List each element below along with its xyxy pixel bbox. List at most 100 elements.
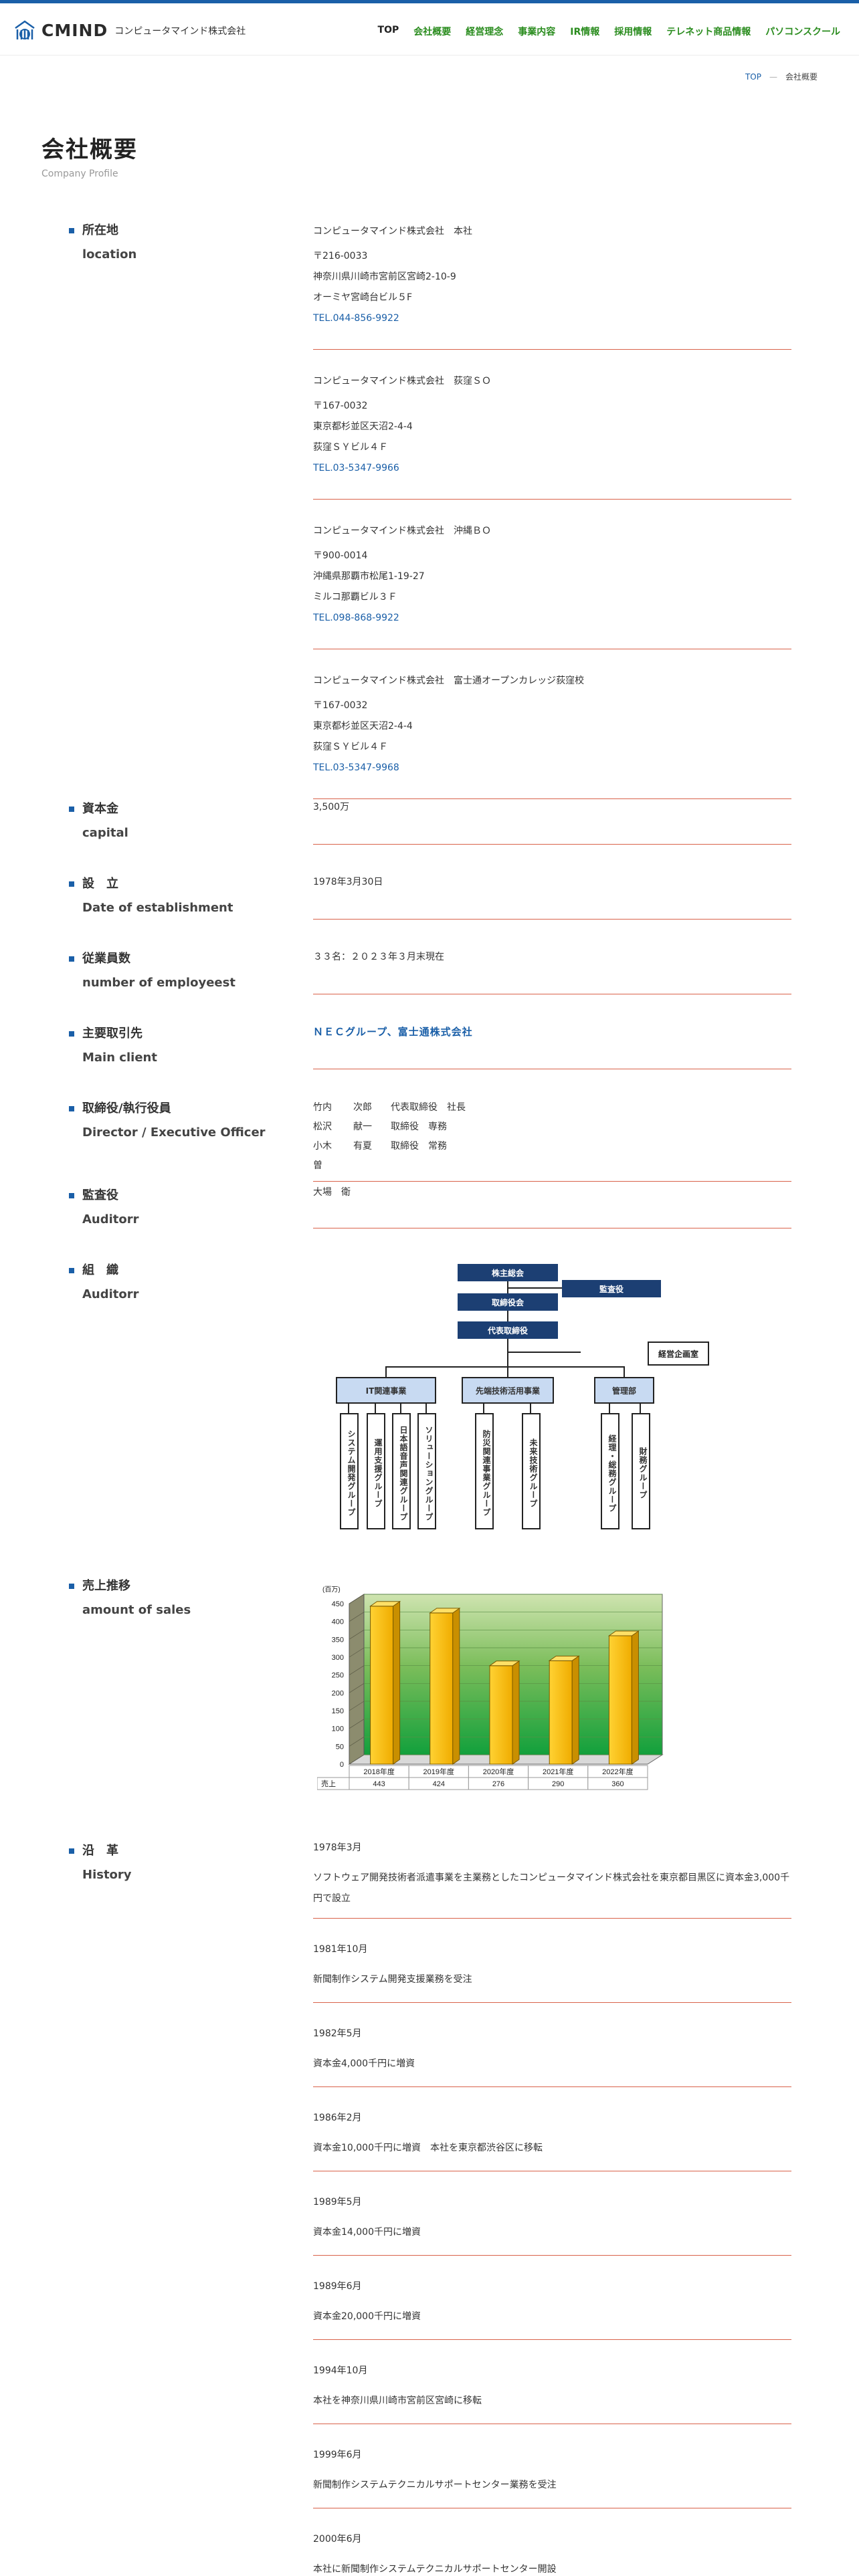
chart-bar	[548, 1655, 580, 1765]
officers-label-ja: 取締役/執行役員	[82, 1101, 171, 1115]
chart-ytick-label: 400	[332, 1618, 344, 1626]
clients-label-en: Main client	[82, 1051, 157, 1065]
chart-bar-front	[608, 1635, 632, 1765]
chart-bar	[369, 1600, 401, 1765]
chart-bar-front	[489, 1665, 513, 1765]
chart-bar	[488, 1660, 520, 1765]
office-tel-link[interactable]: TEL.03-5347-9968	[313, 762, 399, 773]
nav-recruit[interactable]: 採用情報	[614, 27, 652, 37]
capital-label-ja: 資本金	[82, 802, 118, 816]
nav-company-profile[interactable]: 会社概要	[413, 27, 452, 37]
nav-pc-school[interactable]: パソコンスクール	[765, 27, 840, 37]
clients-value: ＮＥＣグループ、富士通株式会社	[313, 1026, 473, 1038]
site-header: CMIND コンピュータマインド株式会社 TOP 会社概要 経営理念 事業内容 …	[0, 3, 859, 56]
org-group: 防災関連事業グループ	[475, 1413, 494, 1529]
establishment-value: 1978年3月30日	[313, 877, 383, 887]
divider	[313, 349, 791, 350]
nav-philosophy[interactable]: 経営理念	[466, 27, 504, 37]
chart-category-label: 2019年度	[423, 1767, 454, 1776]
divider	[313, 1918, 791, 1919]
office-name: コンピュータマインド株式会社 沖縄ＢＯ	[313, 526, 491, 536]
employees-label-ja: 従業員数	[82, 952, 130, 966]
location-label-en: location	[82, 247, 137, 261]
chart-category-label: 2018年度	[363, 1767, 394, 1776]
capital-value: 3,500万	[313, 802, 350, 813]
nav-ir[interactable]: IR情報	[570, 27, 600, 37]
chart-gridline	[349, 1665, 365, 1675]
chart-bar-side	[512, 1660, 520, 1765]
clients-label-ja: 主要取引先	[82, 1027, 142, 1041]
divider	[313, 2255, 791, 2256]
chart-ytick-label: 100	[332, 1725, 344, 1733]
nav-telenet-products[interactable]: テレネット商品情報	[666, 27, 751, 37]
org-group: ソリューショングループ	[417, 1413, 436, 1529]
office-zip: 〒167-0032	[313, 401, 368, 411]
history-date: 1994年10月	[313, 2365, 368, 2376]
org-group: 日本語音声関連グループ	[392, 1413, 411, 1529]
office-tel-link[interactable]: TEL.098-868-9922	[313, 613, 399, 623]
org-group: システム開発グループ	[340, 1413, 359, 1529]
header-company-name: コンピュータマインド株式会社	[114, 26, 246, 37]
office-fujitsu-college: コンピュータマインド株式会社 富士通オープンカレッジ荻窪校 〒167-0032 …	[313, 671, 791, 778]
officer-given: 献一	[353, 1121, 372, 1132]
chart-bar-side	[631, 1630, 639, 1765]
chart-table-row-label: 売上	[321, 1780, 336, 1788]
org-line	[530, 1404, 531, 1413]
history-date: 1999年6月	[313, 2450, 362, 2460]
logo[interactable]: CMIND コンピュータマインド株式会社	[13, 18, 246, 42]
chart-bar-top	[488, 1660, 520, 1667]
officers-list: 竹内 次郎 代表取締役 社長 松沢 献一 取締役 専務 小木曽 有夏 取締役 常…	[313, 1098, 791, 1176]
chart-bar-top	[607, 1630, 640, 1636]
employees-label-en: number of employeest	[82, 976, 235, 990]
office-address: 東京都杉並区天沼2-4-4	[313, 721, 413, 732]
employees-label: 従業員数 number of employeest	[69, 951, 235, 991]
history-date: 1981年10月	[313, 1944, 368, 1955]
divider	[313, 2002, 791, 2003]
breadcrumb-home-link[interactable]: TOP	[745, 72, 761, 82]
history-date: 1989年6月	[313, 2281, 362, 2292]
chart-ytick-label: 250	[332, 1672, 344, 1680]
organization-label: 組 織 Auditorr	[69, 1263, 139, 1303]
org-line	[375, 1404, 376, 1413]
officers-label: 取締役/執行役員 Director / Executive Officer	[69, 1101, 266, 1141]
chart-category-label: 2020年度	[483, 1767, 514, 1776]
org-line	[385, 1366, 624, 1368]
chart-bar-side	[452, 1607, 460, 1765]
location-label-ja: 所在地	[82, 223, 118, 237]
officers-label-en: Director / Executive Officer	[82, 1125, 266, 1140]
chart-bar-side	[571, 1655, 579, 1765]
auditor-value: 大場 衛	[313, 1187, 351, 1198]
org-line	[483, 1404, 484, 1413]
divider	[313, 1181, 791, 1182]
top-accent-bar	[0, 0, 859, 3]
history-date: 1982年5月	[313, 2028, 362, 2039]
org-group: 未来技術グループ	[522, 1413, 541, 1529]
chart-gridline	[349, 1630, 365, 1640]
org-shareholders-meeting: 株主総会	[458, 1264, 558, 1281]
org-division-advanced-tech: 先端技術活用事業	[462, 1377, 554, 1404]
org-audit: 監査役	[562, 1280, 661, 1297]
office-address: 沖縄県那覇市松尾1-19-27	[313, 571, 425, 582]
history-item: 1989年5月 資本金14,000千円に増資	[313, 2192, 791, 2243]
history-date: 1978年3月	[313, 1842, 362, 1853]
office-tel-link[interactable]: TEL.03-5347-9966	[313, 463, 399, 473]
chart-gridline	[349, 1647, 365, 1658]
chart-bar-top	[548, 1655, 580, 1661]
office-zip: 〒900-0014	[313, 550, 368, 561]
chart-value-label: 290	[552, 1780, 564, 1788]
history-text: 本社を神奈川県川崎市宮前区宮崎に移転	[313, 2395, 482, 2406]
nav-business[interactable]: 事業内容	[518, 27, 556, 37]
history-text: 資本金4,000千円に増資	[313, 2058, 415, 2069]
org-line	[624, 1366, 625, 1377]
history-text: 新聞制作システム開発支援業務を受注	[313, 1974, 472, 1985]
chart-bar-side	[393, 1600, 401, 1765]
office-name: コンピュータマインド株式会社 本社	[313, 226, 472, 237]
org-line	[508, 1287, 562, 1289]
main-nav: TOP 会社概要 経営理念 事業内容 IR情報 採用情報 テレネット商品情報 パ…	[363, 25, 840, 38]
history-date: 2000年6月	[313, 2534, 362, 2545]
nav-top[interactable]: TOP	[377, 25, 399, 35]
chart-gridline	[349, 1719, 365, 1729]
history-item: 2000年6月 本社に新聞制作システムテクニカルサポートセンター開設	[313, 2529, 791, 2576]
chart-bar	[429, 1607, 461, 1765]
office-tel-link[interactable]: TEL.044-856-9922	[313, 313, 399, 324]
